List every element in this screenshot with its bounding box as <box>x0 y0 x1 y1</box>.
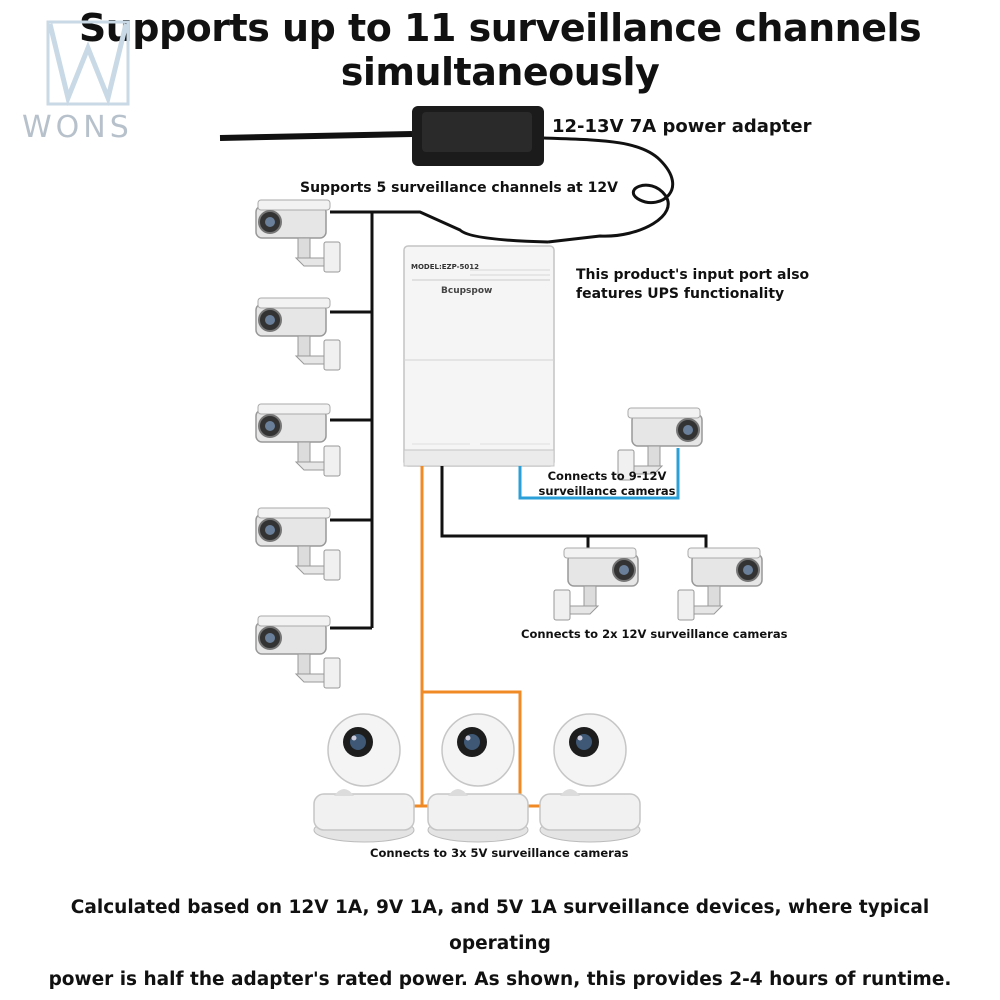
bullet-camera-3 <box>255 403 341 477</box>
wire-12v-input <box>330 210 549 244</box>
wire-9-12v <box>518 448 680 500</box>
bullet-camera-2 <box>255 297 341 371</box>
bullet-camera-1 <box>255 199 341 273</box>
bullet-camera-5 <box>255 615 341 689</box>
footer-line-1: Calculated based on 12V 1A, 9V 1A, and 5… <box>70 897 930 954</box>
label-ups-line-1: This product's input port also <box>576 267 810 283</box>
device-model: MODEL:EZP-5012 <box>411 263 479 271</box>
footer-note: Calculated based on 12V 1A, 9V 1A, and 5… <box>20 890 980 998</box>
mains-cable <box>219 131 413 141</box>
label-adapter: 12-13V 7A power adapter <box>552 116 812 137</box>
label-support-12v: Supports 5 surveillance channels at 12V <box>300 180 618 196</box>
wire-2x12v <box>440 466 708 556</box>
label-ups: This product's input port also features … <box>576 266 836 304</box>
bullet-camera-12v-b <box>677 547 763 621</box>
bullet-camera-12v-a <box>553 547 639 621</box>
label-9-12v: Connects to 9-12V surveillance cameras <box>532 469 682 499</box>
dome-camera-3 <box>539 713 641 843</box>
label-3x5v: Connects to 3x 5V surveillance cameras <box>370 846 629 860</box>
label-2x12v: Connects to 2x 12V surveillance cameras <box>521 627 788 641</box>
page-title: Supports up to 11 surveillance channels … <box>0 6 1000 94</box>
adapter-output-cable <box>543 136 675 244</box>
footer-line-2: power is half the adapter's rated power.… <box>48 969 952 990</box>
title-line-2: simultaneously <box>340 50 660 94</box>
label-9-12v-line-1: Connects to 9-12V <box>547 469 667 483</box>
dome-camera-2 <box>427 713 529 843</box>
ups-device <box>403 245 555 467</box>
logo-text: WONS <box>22 110 133 145</box>
bullet-camera-4 <box>255 507 341 581</box>
label-9-12v-line-2: surveillance cameras <box>538 484 676 498</box>
dome-camera-1 <box>313 713 415 843</box>
label-ups-line-2: features UPS functionality <box>576 286 785 302</box>
device-brand: Bcupspow <box>441 286 492 296</box>
title-line-1: Supports up to 11 surveillance channels <box>78 6 922 50</box>
wons-logo-icon <box>46 20 130 107</box>
